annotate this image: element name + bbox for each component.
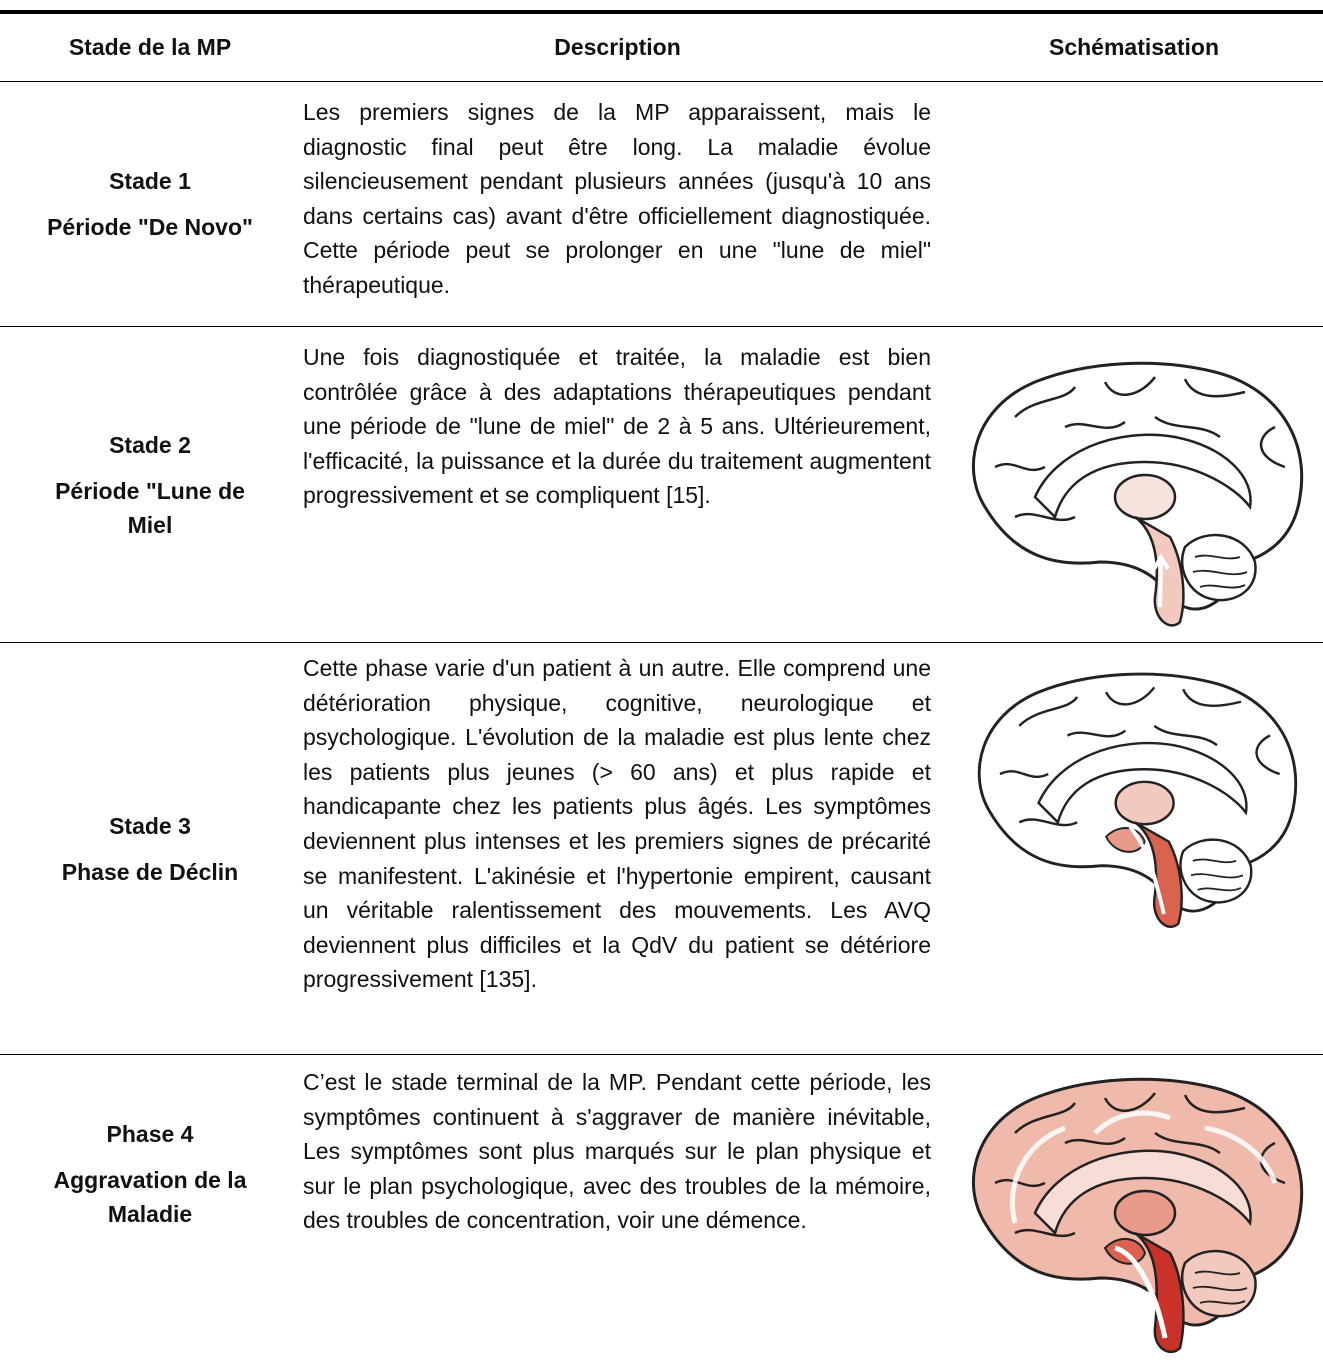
brain-schema-stage-3 bbox=[955, 668, 1315, 938]
stage-description: Les premiers signes de la MP apparaissen… bbox=[303, 99, 931, 298]
header-stage: Stade de la MP bbox=[68, 33, 232, 60]
row-rule bbox=[0, 642, 1323, 643]
stage-cell: Phase 4 Aggravation de la Maladie bbox=[0, 1055, 300, 1293]
stage-description: Une fois diagnostiquée et traitée, la ma… bbox=[303, 344, 931, 509]
stage-description: Cette phase varie d'un patient à un autr… bbox=[303, 655, 931, 993]
stage-name: Période "Lune de Miel bbox=[55, 477, 245, 538]
table-row-stage-4: Phase 4 Aggravation de la Maladie C’est … bbox=[0, 1055, 1323, 1363]
brain-illustration-icon bbox=[977, 672, 1298, 929]
brain-schema-stage-4 bbox=[955, 1073, 1315, 1358]
brain-illustration-icon bbox=[971, 361, 1304, 627]
stage-cell: Stade 1 Période "De Novo" bbox=[0, 82, 300, 326]
stage-number: Stade 1 bbox=[109, 168, 191, 194]
stage-name: Période "De Novo" bbox=[47, 214, 253, 240]
stage-number: Stade 2 bbox=[109, 431, 191, 458]
stage-cell: Stade 2 Période "Lune de Miel bbox=[0, 327, 300, 642]
stage-name: Aggravation de la Maladie bbox=[53, 1167, 247, 1227]
header-description: Description bbox=[554, 33, 681, 60]
table-row-stage-3: Stade 3 Phase de Déclin Cette phase vari… bbox=[0, 643, 1323, 1054]
row-rule bbox=[0, 1054, 1323, 1055]
brain-schema-stage-2 bbox=[955, 357, 1315, 637]
stage-number: Stade 3 bbox=[109, 812, 191, 839]
header-rule bbox=[0, 81, 1323, 82]
table-row-stage-1: Stade 1 Période "De Novo" Les premiers s… bbox=[0, 82, 1323, 326]
table-row-stage-2: Stade 2 Période "Lune de Miel Une fois d… bbox=[0, 327, 1323, 642]
stage-cell: Stade 3 Phase de Déclin bbox=[0, 643, 300, 1054]
stage-number: Phase 4 bbox=[106, 1121, 194, 1147]
table-top-rule bbox=[0, 10, 1323, 14]
row-rule bbox=[0, 326, 1323, 327]
brain-illustration-icon bbox=[971, 1077, 1304, 1354]
header-schema: Schématisation bbox=[1049, 33, 1219, 60]
stage-description: C’est le stade terminal de la MP. Pendan… bbox=[303, 1069, 931, 1234]
stage-name: Phase de Déclin bbox=[61, 858, 239, 885]
